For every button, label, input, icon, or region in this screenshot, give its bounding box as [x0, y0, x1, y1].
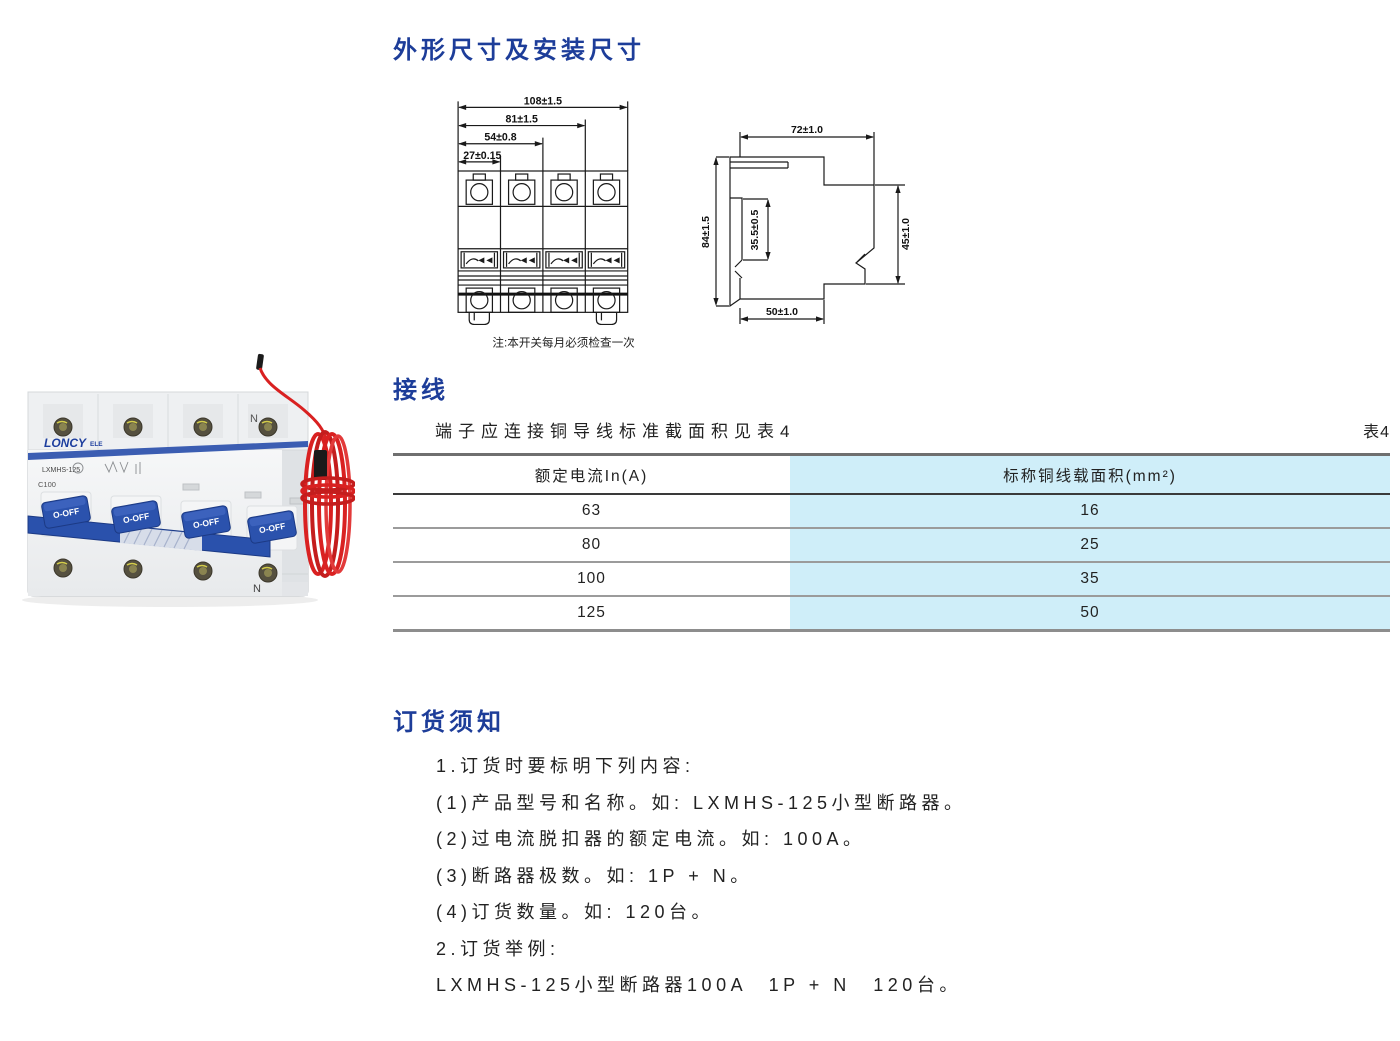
- table-header-row: 额定电流In(A) 标称铜线载面积(mm²): [393, 454, 1390, 494]
- dim-label-50: 50±1.0: [766, 306, 798, 318]
- order-line: (2)过电流脱扣器的额定电流。如: 100A。: [436, 829, 866, 849]
- brand-suffix-text: ELE: [90, 441, 103, 448]
- rating-text: C100: [38, 480, 56, 489]
- order-line: LXMHS-125小型断路器100A 1P + N 120台。: [436, 975, 962, 995]
- order-line: (3)断路器极数。如: 1P + N。: [436, 865, 753, 886]
- table-row: 100 35: [393, 562, 1390, 596]
- wiring-intro-row: 端子应连接铜导线标准截面积见表4 表4: [393, 417, 1390, 442]
- table-cell: 80: [581, 536, 602, 553]
- din-clips: [468, 312, 618, 326]
- dim-label-45: 45±1.0: [900, 218, 912, 250]
- toggle-band: [458, 248, 628, 272]
- order-line: 2.订货举例:: [436, 938, 560, 959]
- col-header-copper-area: 标称铜线载面积(mm²): [790, 454, 1390, 494]
- table-cell: 25: [790, 528, 1390, 562]
- front-view-drawing: 108±1.5 81±1.5 54±0.8 27±0.15: [457, 95, 635, 350]
- table-cell: 16: [790, 494, 1390, 528]
- table-row: 125 50: [393, 596, 1390, 631]
- terminal-screws-top: [465, 173, 621, 205]
- table-cell: 125: [577, 604, 606, 621]
- order-line: (1)产品型号和名称。如: LXMHS-125小型断路器。: [436, 792, 967, 813]
- toggle-handles: O-OFF O-OFF O-OFF O-OFF: [41, 495, 297, 544]
- toggle-label: O-OFF: [122, 511, 150, 525]
- wiring-intro-text: 端子应连接铜导线标准截面积见表4: [435, 422, 796, 441]
- model-text: LXMHS-125: [42, 467, 80, 474]
- dim-label-27: 27±0.15: [463, 150, 501, 162]
- section-heading-wiring: 接线: [393, 377, 449, 404]
- order-line: 1.订货时要标明下列内容:: [436, 756, 695, 776]
- table-cell: 50: [790, 596, 1390, 631]
- handle-tie-bar: [27, 515, 271, 558]
- side-view-drawing: 72±1.0 84±1.5 35.5±0.5 45±1.0 50±1.0: [702, 124, 912, 324]
- table-tag: 表4: [1363, 424, 1390, 441]
- dim-label-108: 108±1.5: [524, 95, 562, 107]
- neutral-mark-bottom: N: [253, 583, 261, 595]
- col-header-rated-current: 额定电流In(A): [534, 467, 649, 485]
- toggle-label: O-OFF: [52, 506, 80, 520]
- terminal-screws-bottom: [465, 287, 621, 313]
- blue-stripe: [28, 441, 308, 460]
- order-line: (4)订货数量。如: 120台。: [436, 902, 715, 922]
- dim-label-54: 54±0.8: [484, 132, 516, 144]
- toggle-label: O-OFF: [192, 516, 220, 530]
- toggle-label: O-OFF: [258, 521, 286, 535]
- dim-label-81: 81±1.5: [506, 114, 538, 126]
- section-heading-dimensions: 外形尺寸及安装尺寸: [393, 37, 645, 64]
- table-row: 63 16: [393, 494, 1390, 528]
- screw-icons-bottom: [53, 558, 278, 583]
- dim-label-35: 35.5±0.5: [749, 209, 761, 250]
- table-row: 80 25: [393, 528, 1390, 562]
- brand-text: LONCY: [44, 436, 87, 450]
- wire-size-table: 额定电流In(A) 标称铜线载面积(mm²) 63 16 80 25 100 3…: [393, 453, 1390, 632]
- table-cell: 35: [790, 562, 1390, 596]
- dim-label-84: 84±1.5: [702, 216, 712, 248]
- product-photo: N LONCY ELE LXMHS-125 C100 O-OFF: [22, 353, 355, 607]
- section-heading-ordering: 订货须知: [393, 709, 505, 736]
- table-cell: 100: [577, 570, 606, 587]
- dim-label-72: 72±1.0: [791, 124, 823, 136]
- screw-icons-top: [53, 417, 278, 437]
- drawing-note: 注:本开关每月必须检查一次: [492, 336, 635, 350]
- neutral-mark-top: N: [250, 413, 258, 425]
- ordering-instructions: 1.订货时要标明下列内容: (1)产品型号和名称。如: LXMHS-125小型断…: [436, 748, 967, 1004]
- red-wire: [256, 353, 355, 578]
- table-cell: 63: [581, 502, 602, 519]
